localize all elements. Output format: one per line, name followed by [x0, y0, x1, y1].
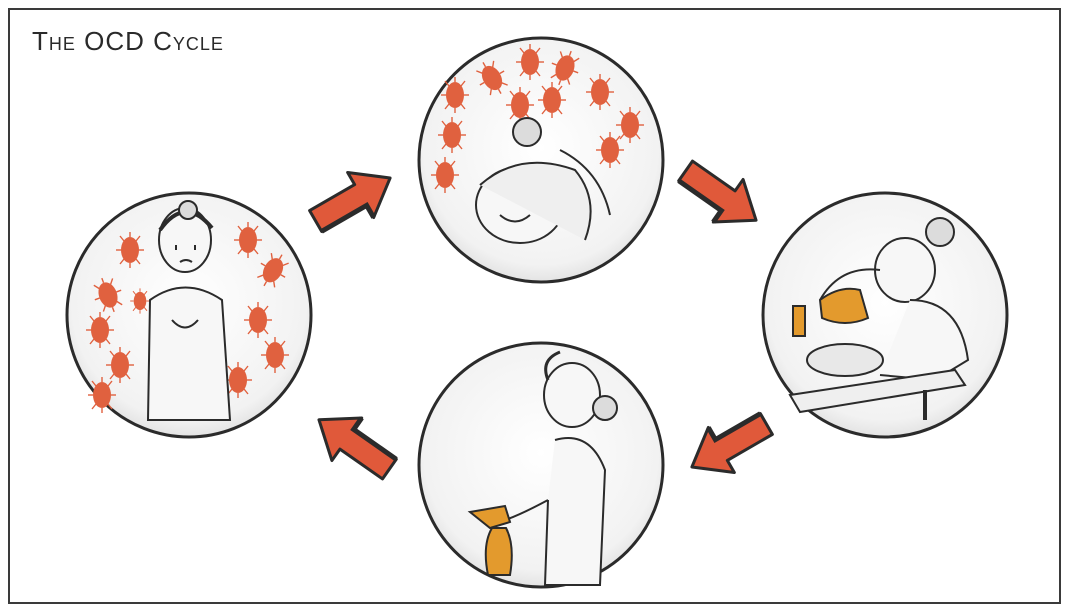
stage-obsession — [419, 38, 663, 282]
arrow-top-to-right-icon — [671, 150, 771, 242]
stage-anxiety — [67, 193, 311, 437]
arrow-bottom-to-left-icon — [304, 398, 404, 490]
arrow-left-to-top-icon — [303, 155, 403, 243]
stage-compulsion — [763, 193, 1007, 437]
arrow-right-to-bottom-icon — [679, 401, 779, 489]
stage-relief — [419, 343, 663, 587]
